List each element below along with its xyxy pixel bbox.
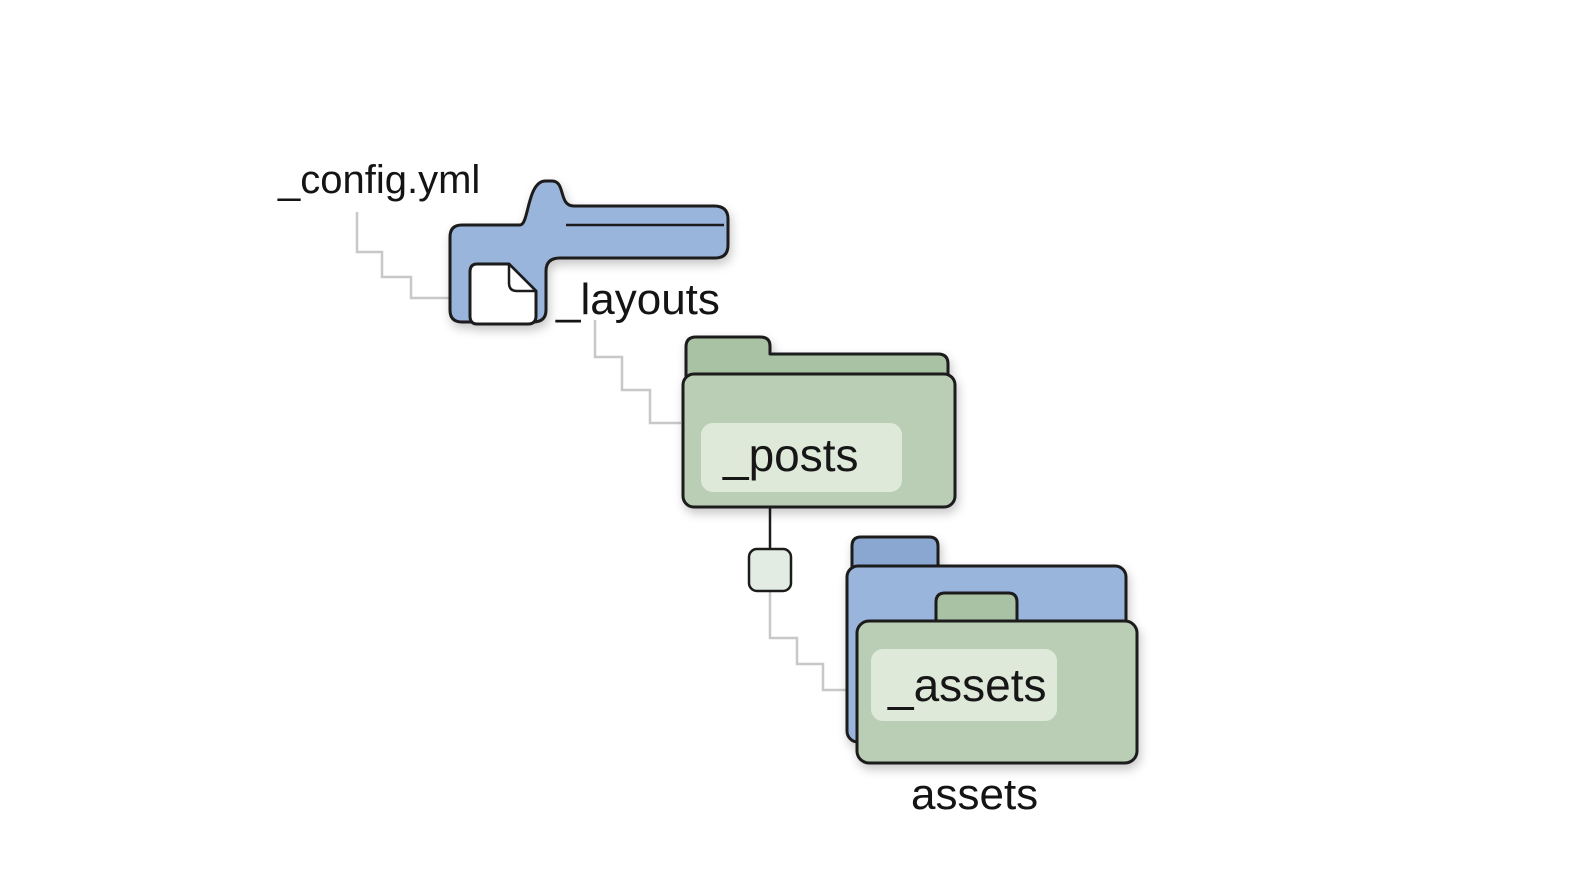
assets-caption-label: assets [911,770,1038,819]
layouts-folder-label: _layouts [555,275,720,324]
assets-folder-label: _assets [887,659,1047,711]
document-fold-icon [507,262,538,293]
assets-folder-group: _assets [845,535,1139,765]
connector-node-to-assets [768,591,855,692]
layouts-folder [448,179,730,326]
posts-folder: _posts [681,335,957,509]
folder-label-plate [701,423,902,492]
tree-node-square [747,547,793,593]
folder-tab-icon [684,335,950,382]
back-folder-tab-icon [850,535,940,574]
connector-layouts-to-posts [593,320,681,425]
posts-folder-label: _posts [722,429,859,481]
front-folder-tab-icon [934,591,1019,629]
config-file-label: _config.yml [277,158,480,202]
connector-config-to-layouts [355,212,468,300]
folder-label-plate [871,649,1057,721]
